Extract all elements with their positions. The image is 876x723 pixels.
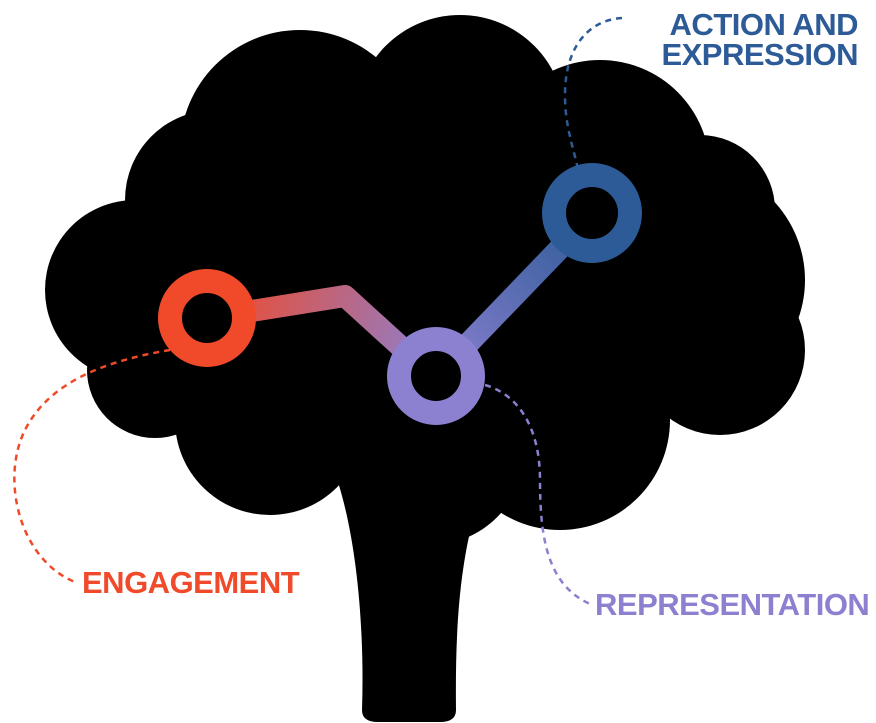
action-node-ring	[542, 163, 642, 263]
action-label-line1: ACTION AND	[669, 7, 859, 42]
action-and-expression-label: ACTION AND EXPRESSION	[628, 7, 859, 72]
engagement-label: ENGAGEMENT	[82, 565, 300, 600]
representation-node-ring	[387, 327, 485, 425]
representation-label: REPRESENTATION	[595, 587, 870, 622]
brain-stem	[330, 460, 495, 722]
brain-silhouette-icon	[45, 15, 805, 722]
representation-leader-line	[484, 383, 591, 606]
engagement-leader-line	[13, 348, 171, 584]
action-leader-line	[563, 16, 623, 181]
action-label-line2: EXPRESSION	[661, 37, 858, 72]
engagement-node-ring	[158, 269, 256, 367]
